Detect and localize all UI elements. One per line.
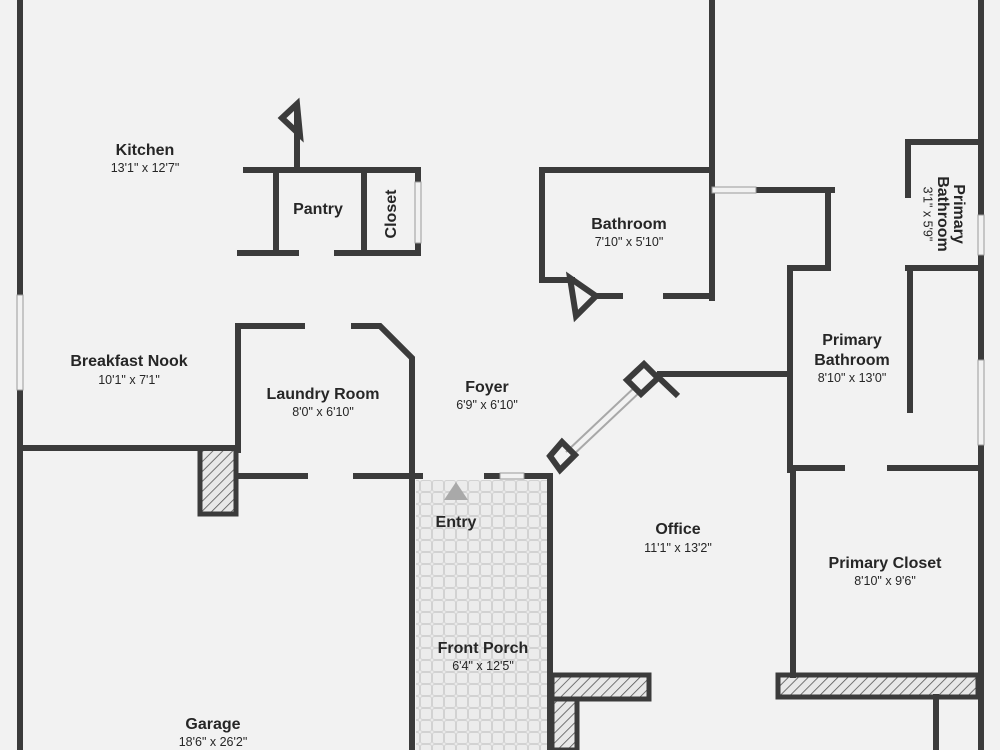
primary-bathroom-dims: 8'10" x 13'0" [818,371,887,385]
office-dims: 11'1" x 13'2" [644,541,712,555]
kitchen-dims: 13'1" x 12'7" [111,161,180,175]
laundry-room-name: Laundry Room [267,386,380,403]
window-right-wall-upper [977,214,985,256]
primary-closet-dims: 8'10" x 9'6" [854,574,916,588]
window-closet [414,181,422,244]
bathroom-dims: 7'10" x 5'10" [595,235,664,249]
column-primary-closet [775,672,981,700]
porch-floor [416,480,549,750]
closet-name: Closet [383,189,400,239]
svg-text:Primary: Primary [950,184,967,244]
window-left-wall [16,294,24,391]
primary-bathroom-name-1: Primary [822,332,882,349]
svg-text:Bathroom: Bathroom [934,176,951,252]
front-porch-dims: 6'4" x 12'5" [452,659,514,673]
office-door-opening [565,385,637,453]
column-office [549,672,652,702]
office-name: Office [655,521,700,538]
breakfast-nook-name: Breakfast Nook [70,353,187,370]
garage-dims: 18'6" x 26'2" [179,735,248,749]
laundry-room-dims: 8'0" x 6'10" [292,405,354,419]
entry-name: Entry [436,514,477,531]
primary-bathroom-small-label: Primary Bathroom 3'1" x 5'9" [921,176,967,252]
window-hall [711,186,757,194]
pantry-door-swing [277,97,304,143]
bathroom-door-swing [565,271,601,323]
window-porch [499,472,525,480]
foyer-dims: 6'9" x 6'10" [456,398,518,412]
column-breakfast-nook [197,445,239,517]
pantry-name: Pantry [293,201,343,218]
garage-name: Garage [185,716,240,733]
window-right-wall-lower [977,359,985,446]
office-door-post-bottom [546,437,580,475]
breakfast-nook-dims: 10'1" x 7'1" [98,373,160,387]
primary-bathroom-name-2: Bathroom [814,352,890,369]
triangle-up-icon [444,482,468,500]
primary-closet-name: Primary Closet [829,555,943,572]
walls [17,0,984,750]
column-office-lower [549,696,580,750]
svg-text:3'1" x 5'9": 3'1" x 5'9" [921,187,935,242]
kitchen-name: Kitchen [116,142,175,159]
foyer-name: Foyer [465,379,509,396]
bathroom-name: Bathroom [591,216,667,233]
front-porch-name: Front Porch [438,640,529,657]
